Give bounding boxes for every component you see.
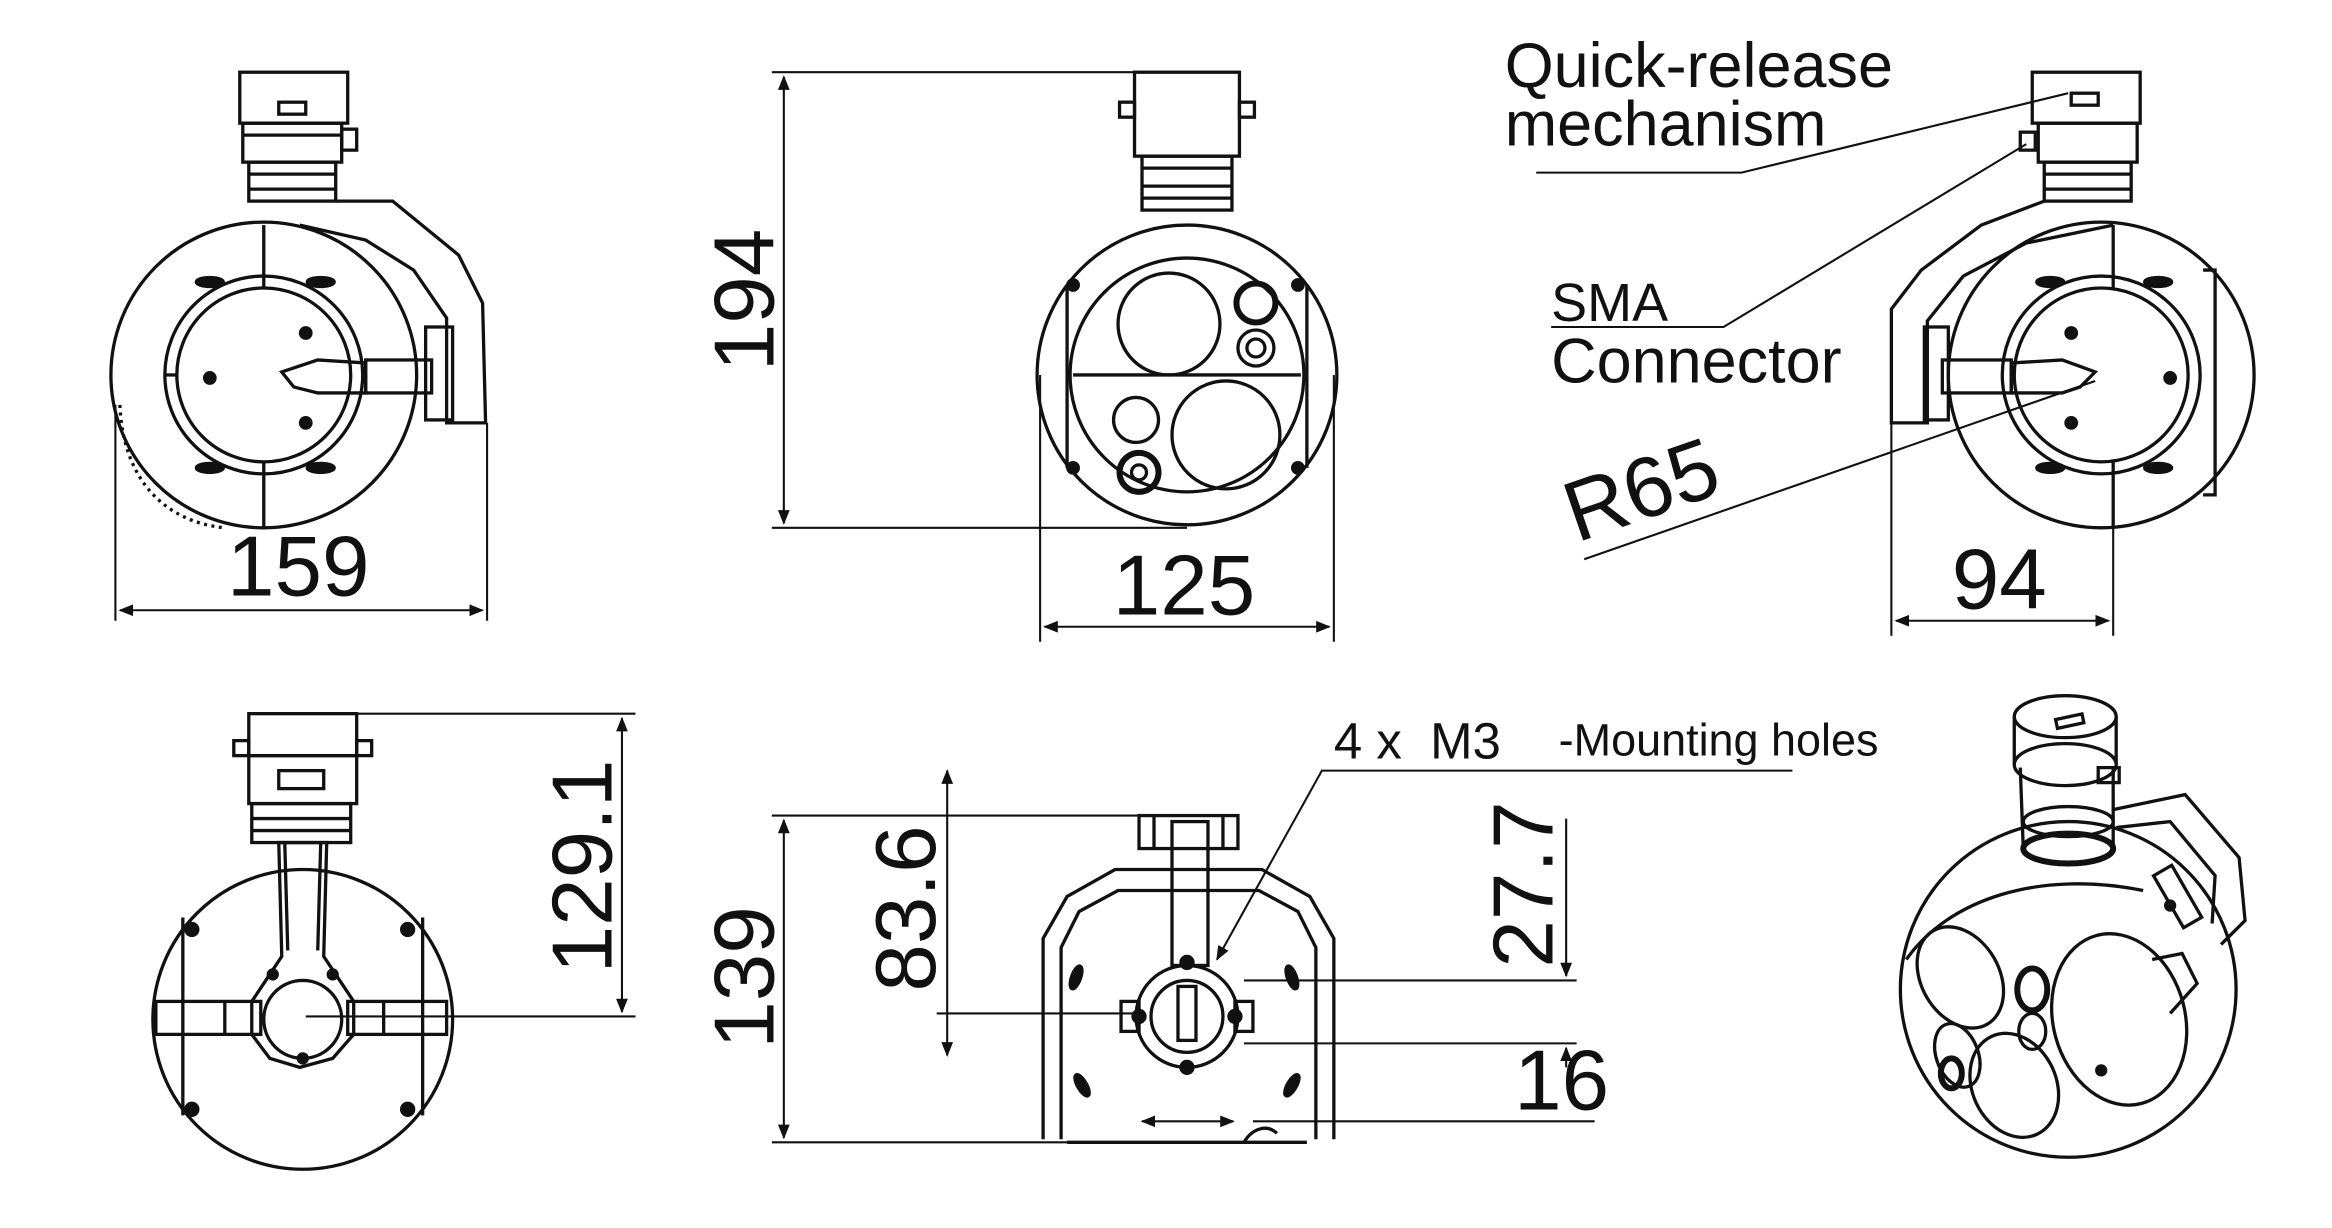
dim-194 bbox=[771, 71, 1187, 529]
side-view bbox=[1035, 70, 1339, 527]
dim-159 bbox=[114, 404, 489, 621]
dim-94 bbox=[1890, 422, 2115, 636]
isometric-view bbox=[1898, 694, 2247, 1159]
radius-label: R65 bbox=[1552, 420, 1731, 561]
mount-view bbox=[1041, 813, 1336, 1144]
dim-139-label: 139 bbox=[697, 906, 792, 1048]
mounting-holes-size: 4 x M3 bbox=[1334, 713, 1501, 770]
dim-194-label: 194 bbox=[697, 229, 792, 372]
callout-leaders-top bbox=[1536, 92, 2096, 561]
dim-125 bbox=[1039, 374, 1335, 642]
dim-16-label: 16 bbox=[1514, 1033, 1609, 1128]
quick-release-label-line1: Quick-release bbox=[1505, 31, 1893, 101]
dim-159-label: 159 bbox=[227, 519, 370, 614]
bottom-view bbox=[151, 712, 455, 1171]
dim-129-label: 129.1 bbox=[535, 760, 630, 974]
mounting-holes-label: -Mounting holes bbox=[1559, 715, 1879, 766]
dim-83-label: 83.6 bbox=[859, 825, 954, 991]
dim-129 bbox=[305, 712, 636, 1018]
front-view bbox=[109, 70, 488, 530]
dim-27-label: 27.7 bbox=[1477, 801, 1572, 967]
back-view bbox=[1889, 70, 2256, 530]
dim-mount bbox=[771, 769, 1793, 1144]
connector-label: Connector bbox=[1551, 326, 1841, 396]
sma-label: SMA bbox=[1551, 273, 1668, 333]
dim-94-label: 94 bbox=[1952, 533, 2047, 628]
quick-release-label-line2: mechanism bbox=[1505, 90, 1827, 160]
dim-125-label: 125 bbox=[1113, 539, 1256, 634]
